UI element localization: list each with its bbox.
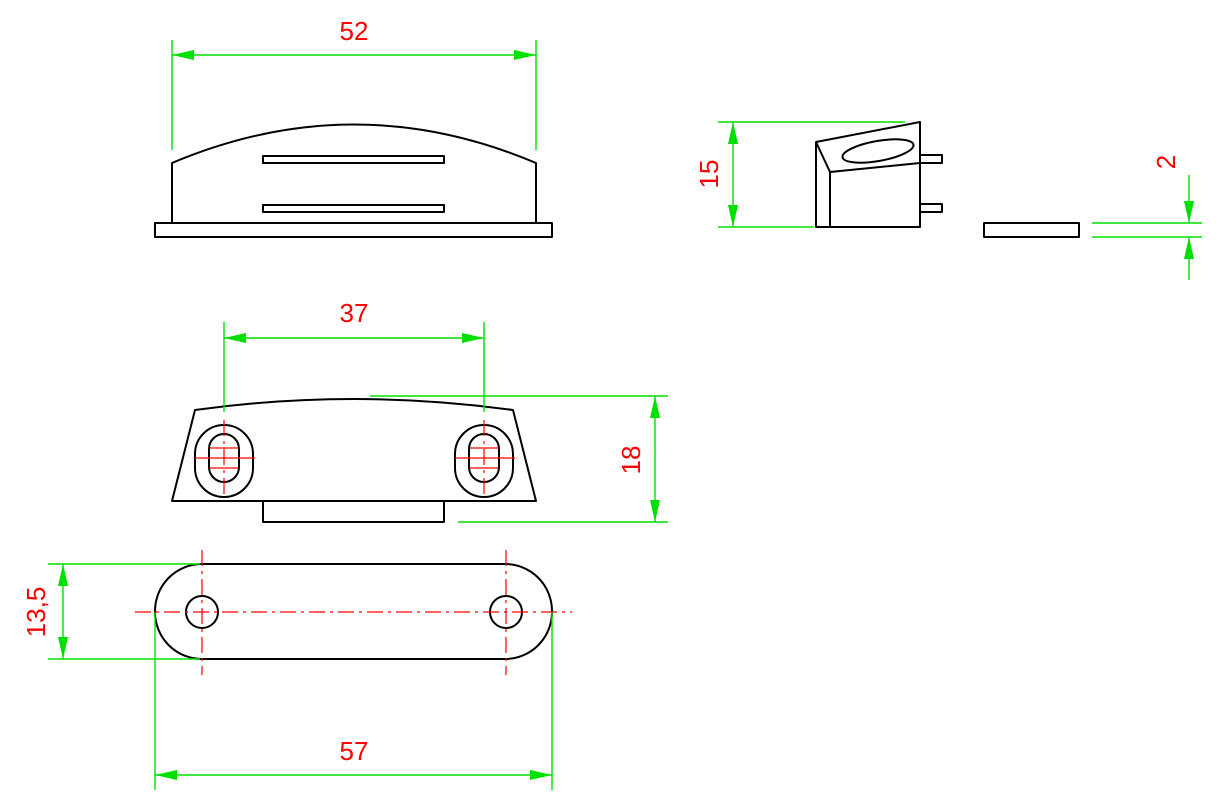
- dimension-front-width: 52: [171, 16, 537, 150]
- dimension-side-height: 15: [694, 121, 905, 228]
- arrowhead: [530, 770, 552, 780]
- dimension-label-13-5: 13,5: [21, 587, 51, 638]
- arrowhead: [58, 564, 68, 586]
- plate-view: 13,5 57: [21, 550, 572, 790]
- dimension-plate-length: 57: [154, 612, 553, 790]
- dimension-label-18: 18: [616, 446, 646, 475]
- arrowhead: [1184, 201, 1194, 223]
- dimension-label-15: 15: [694, 160, 724, 189]
- top-view: 37 18: [171, 298, 668, 523]
- front-view-body: [171, 123, 537, 223]
- arrowhead: [1184, 237, 1194, 259]
- top-view-magnet-block: [262, 500, 445, 523]
- arrowhead: [514, 50, 536, 60]
- side-view-magnet-face: [841, 138, 915, 164]
- front-view-slot-upper: [262, 155, 445, 164]
- dimension-label-52: 52: [340, 16, 369, 46]
- dimension-hole-spacing: 37: [223, 298, 485, 412]
- dimension-body-depth: 18: [370, 395, 668, 523]
- arrowhead: [224, 333, 246, 343]
- side-view-pin-upper: [919, 154, 943, 164]
- arrowhead: [462, 333, 484, 343]
- side-view: 15 2: [694, 121, 1202, 280]
- dimension-label-2: 2: [1151, 155, 1181, 169]
- arrowhead: [58, 637, 68, 659]
- side-view-pin-lower: [919, 203, 943, 213]
- side-view-bevel: [815, 141, 921, 173]
- dimension-plate-width: 13,5: [21, 563, 200, 660]
- dimension-plate-thickness: 2: [1092, 155, 1202, 280]
- front-view-base-plate: [154, 222, 553, 238]
- arrowhead: [728, 122, 738, 144]
- mounting-slot-right: [454, 420, 515, 498]
- arrowhead: [155, 770, 177, 780]
- side-view-strike-plate: [983, 222, 1080, 238]
- mounting-slot-left: [194, 420, 255, 498]
- top-view-body: [171, 398, 537, 502]
- side-view-body: [815, 121, 921, 228]
- arrowhead: [650, 500, 660, 522]
- front-view: 52: [154, 16, 553, 238]
- dimension-label-37: 37: [340, 298, 369, 328]
- arrowhead: [728, 205, 738, 227]
- arrowhead: [172, 50, 194, 60]
- arrowhead: [650, 396, 660, 418]
- front-view-slot-lower: [262, 204, 445, 213]
- dimension-label-57: 57: [340, 736, 369, 766]
